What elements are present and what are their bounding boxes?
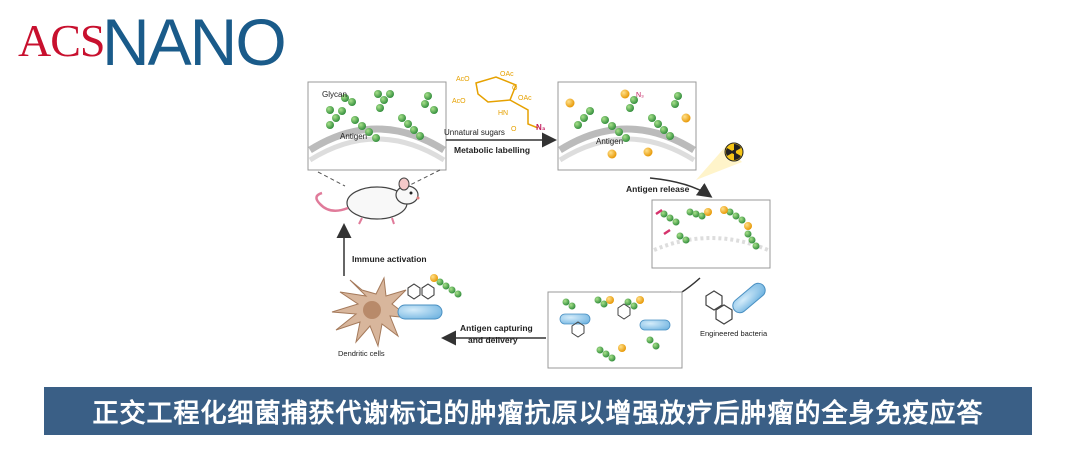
- dendritic-cell-illustration: Dendritic cells: [331, 274, 462, 358]
- sugar-carbonyl-o: O: [511, 126, 517, 133]
- sugar-aco-2: AcO: [452, 98, 466, 105]
- caption-text: 正交工程化细菌捕获代谢标记的肿瘤抗原以增强放疗后肿瘤的全身免疫应答: [92, 398, 984, 429]
- glycan-label: Glycan: [322, 90, 347, 99]
- logo-nano-text: NANO: [102, 5, 287, 79]
- panel-labelled-glycans: N₃ Antigen: [557, 81, 697, 171]
- sugar-ring-o: O: [512, 85, 518, 92]
- sugar-n3: N₃: [536, 123, 546, 132]
- panel-antigen-capture: [547, 291, 683, 369]
- caption-banner: 正交工程化细菌捕获代谢标记的肿瘤抗原以增强放疗后肿瘤的全身免疫应答: [44, 387, 1032, 435]
- acs-nano-logo: ACS NANO: [18, 5, 338, 79]
- sugar-oac-2: OAc: [518, 95, 532, 102]
- immune-activation-label: Immune activation: [352, 254, 427, 264]
- sugar-oac-1: OAc: [500, 71, 514, 78]
- antigen-label-1: Antigen: [340, 132, 367, 141]
- panel-cell-glycans: Glycan Antigen: [307, 81, 447, 171]
- mouse-illustration: [315, 169, 441, 225]
- and-delivery-label: and delivery: [468, 335, 518, 345]
- antigen-capturing-label: Antigen capturing: [460, 323, 533, 333]
- metabolic-labelling-label: Metabolic labelling: [454, 145, 530, 155]
- antigen-release-label: Antigen release: [626, 184, 690, 194]
- antigen-label-2: Antigen: [596, 137, 623, 146]
- sugar-aco-1: AcO: [456, 76, 470, 83]
- logo-acs-text: ACS: [18, 15, 105, 66]
- arrow-antigen-release: [649, 177, 713, 198]
- azide-label: N₃: [636, 92, 644, 99]
- engineered-bacteria-label: Engineered bacteria: [700, 329, 768, 338]
- sugar-hn: HN: [498, 110, 508, 117]
- radiation-icon: [696, 142, 744, 180]
- unnatural-sugar-structure: AcO OAc AcO OAc O HN O N₃: [452, 71, 546, 133]
- unnatural-sugars-label: Unnatural sugars: [444, 128, 505, 137]
- dendritic-cells-label: Dendritic cells: [338, 349, 385, 358]
- glycan-chains: [326, 90, 438, 142]
- engineered-bacteria-illustration: Engineered bacteria: [700, 282, 768, 338]
- panel-released-antigens: [651, 199, 771, 269]
